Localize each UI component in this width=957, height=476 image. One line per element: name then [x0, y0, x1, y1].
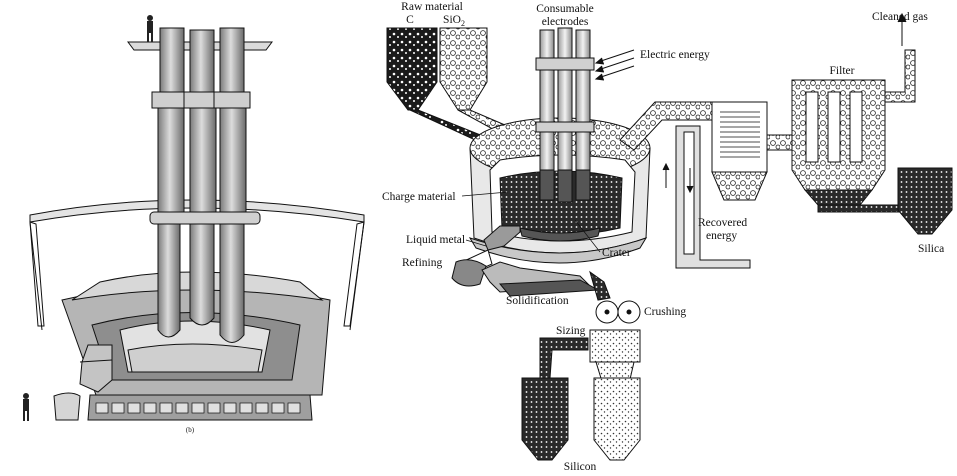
process-flow [386, 12, 953, 461]
furnace-illustration [23, 15, 365, 421]
label-consumable: Consumable [536, 3, 594, 15]
label-recovered: Recovered [698, 217, 747, 229]
lump-silicon-silo [521, 377, 569, 461]
label-solidification: Solidification [506, 295, 569, 307]
label-filter: Filter [830, 65, 855, 77]
label-sio2: SiO2 [443, 14, 465, 28]
label-silica: Silica [918, 243, 944, 255]
diagram-labels: Raw material C SiO2 Consumable electrode… [382, 1, 944, 473]
crusher [589, 270, 641, 363]
label-charge-material: Charge material [382, 191, 456, 203]
label-carbon: C [406, 14, 414, 26]
label-cleaned-gas: Cleaned gas [872, 11, 928, 23]
label-refining: Refining [402, 257, 442, 269]
consumable-electrodes [535, 27, 595, 203]
label-electric-energy: Electric energy [640, 49, 710, 61]
panel-caption: (b) [186, 426, 195, 434]
label-crushing: Crushing [644, 306, 686, 318]
label-sizing: Sizing [556, 325, 586, 337]
silica-hopper [439, 27, 488, 111]
label-electrodes: electrodes [542, 16, 589, 28]
worker-figure-bottom [23, 393, 29, 421]
worker-figure-top [147, 15, 153, 42]
heat-recovery-unit [662, 101, 768, 269]
silica-collection-hopper [897, 167, 953, 235]
label-raw-material: Raw material [401, 1, 463, 13]
label-liquid-metal: Liquid metal [406, 234, 465, 246]
tapping-and-refining [451, 225, 600, 297]
furnace-electrodes [149, 27, 261, 343]
bag-filter [791, 12, 916, 213]
electric-energy-arrows [594, 49, 635, 81]
carbon-hopper [386, 27, 438, 111]
fine-silicon-silo [593, 377, 641, 461]
label-silicon: Silicon [564, 461, 597, 473]
label-crater: Crater [602, 247, 631, 259]
ladle-icon [53, 392, 81, 421]
label-energy: energy [706, 230, 737, 242]
